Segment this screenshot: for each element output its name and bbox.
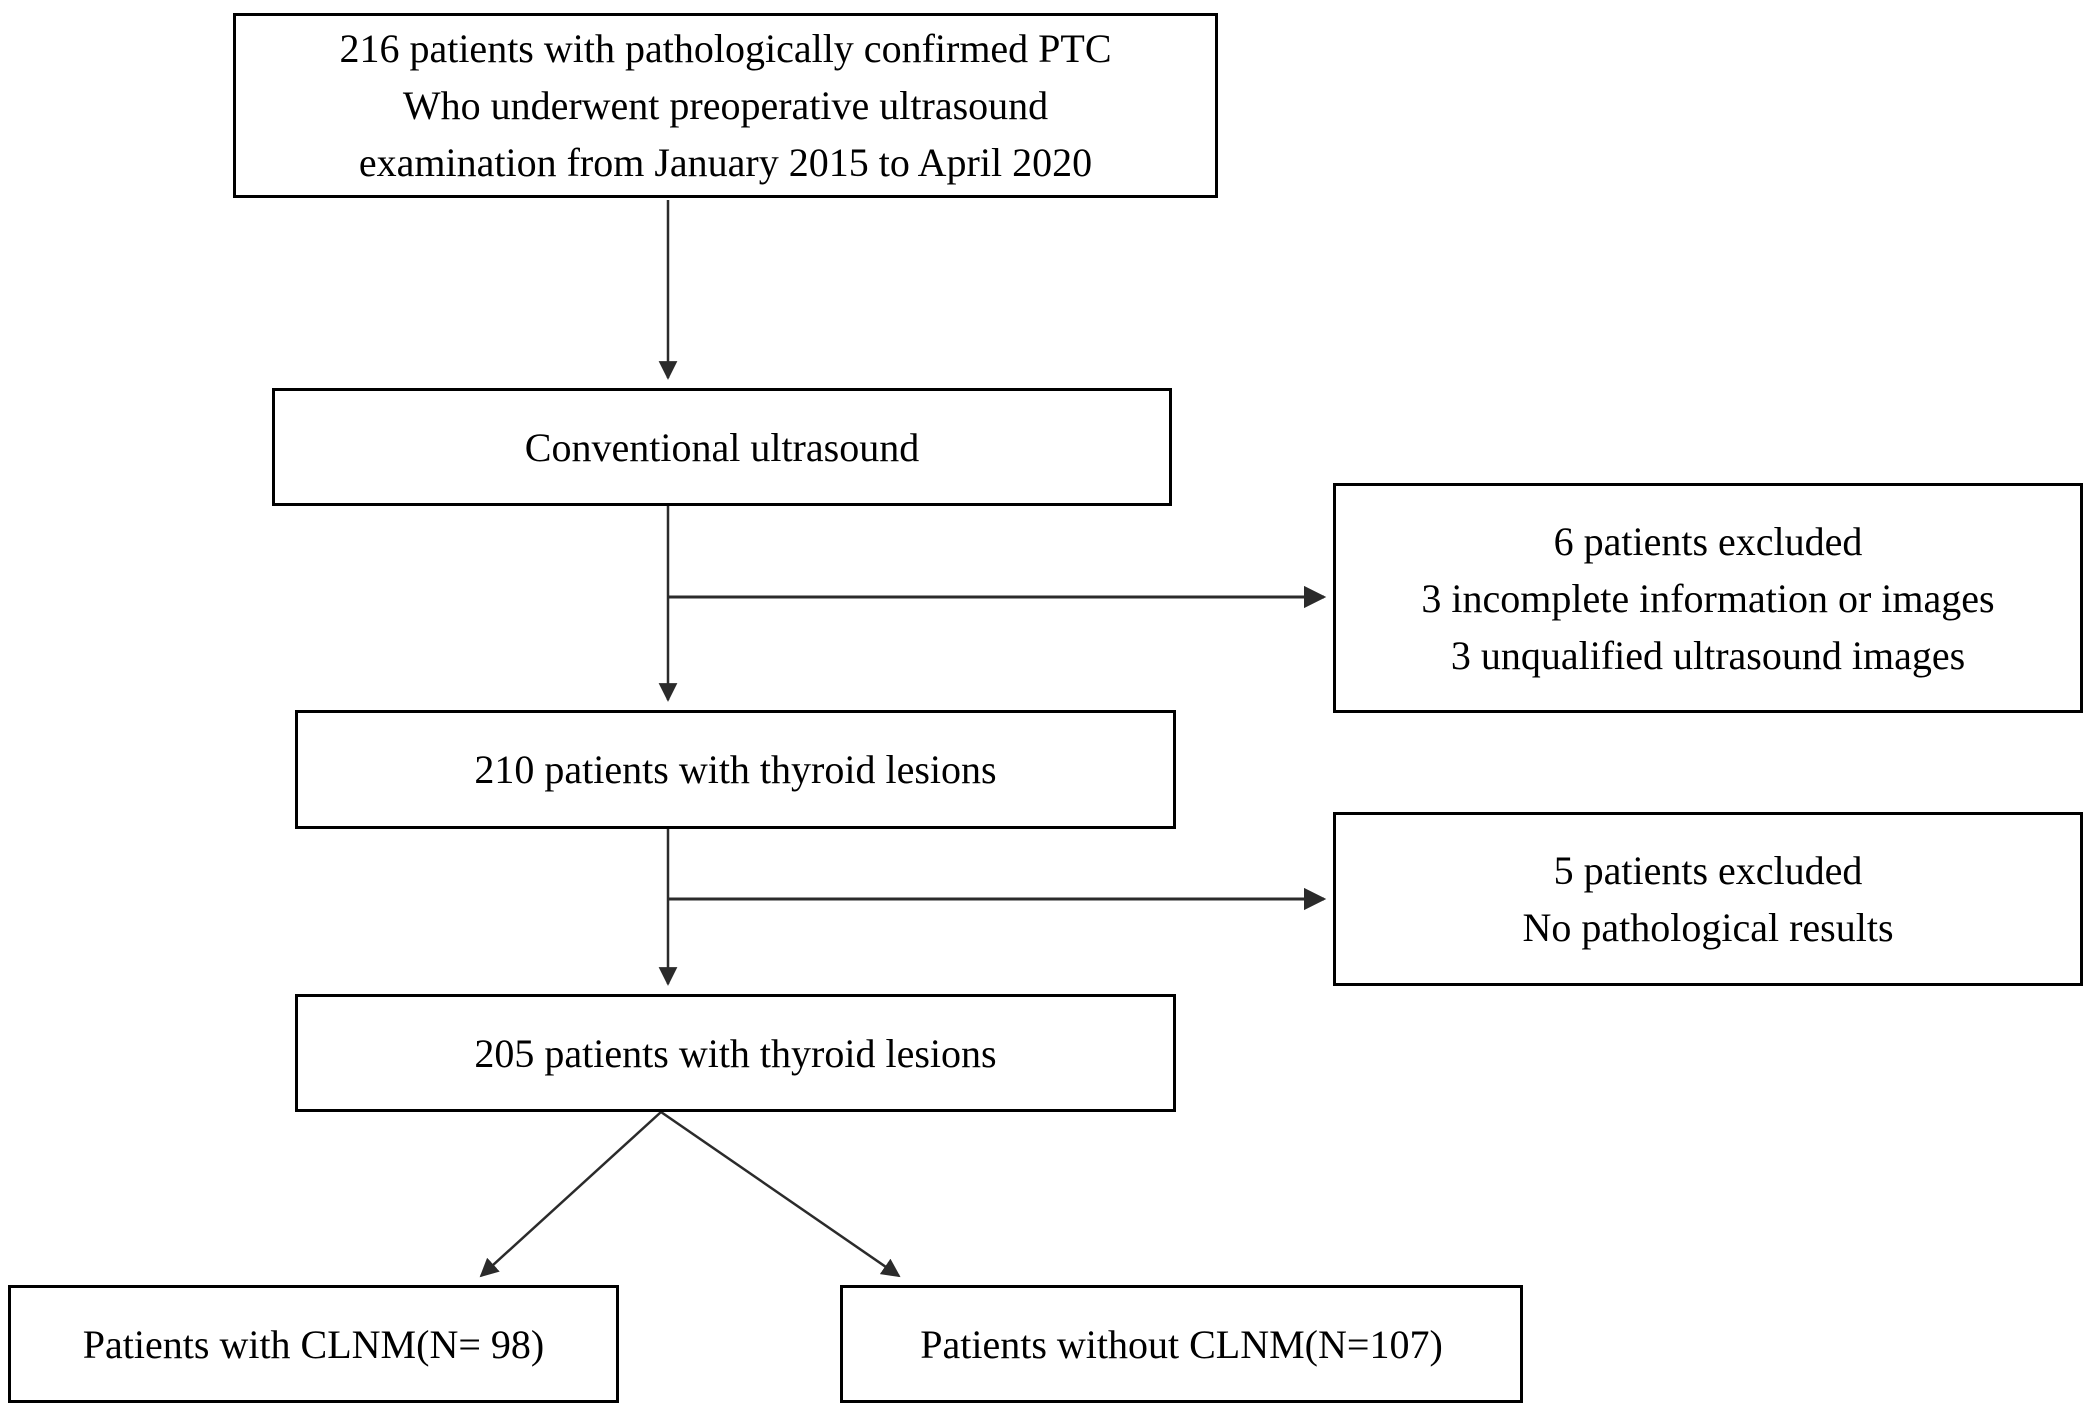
box-initial-cohort: 216 patients with pathologically confirm… [233, 13, 1218, 198]
box-conventional-ultrasound: Conventional ultrasound [272, 388, 1172, 506]
box-excluded2-line-2: No pathological results [1522, 905, 1894, 950]
box-205-label: 205 patients with thyroid lesions [474, 1030, 997, 1076]
box-patients-without-clnm: Patients without CLNM(N=107) [840, 1285, 1523, 1403]
box-210-patients: 210 patients with thyroid lesions [295, 710, 1176, 829]
box-excluded1-line-2: 3 incomplete information or images [1421, 575, 1995, 621]
box-205-patients: 205 patients with thyroid lesions [295, 994, 1176, 1112]
box-excluded1-line-1: 6 patients excluded [1553, 518, 1863, 564]
box-initial-line-1: 216 patients with pathologically confirm… [339, 26, 1112, 71]
box-clnm-label: Patients with CLNM(N= 98) [82, 1321, 545, 1367]
box-initial-line-2: Who underwent preoperative ultrasound [402, 83, 1049, 128]
box-210-label: 210 patients with thyroid lesions [474, 747, 997, 792]
box-excluded-after-ultrasound: 6 patients excluded 3 incomplete informa… [1333, 483, 2083, 713]
box-excluded2-line-1: 5 patients excluded [1553, 848, 1863, 893]
box-initial-line-3: examination from January 2015 to April 2… [358, 140, 1093, 185]
box-excluded1-line-3: 3 unqualified ultrasound images [1450, 632, 1966, 678]
box-noclnm-label: Patients without CLNM(N=107) [920, 1321, 1443, 1367]
arrow-205-to-clnm [479, 1111, 662, 1278]
arrow-205-to-no-clnm [660, 1110, 901, 1278]
box-patients-with-clnm: Patients with CLNM(N= 98) [8, 1285, 619, 1403]
box-excluded-no-pathology: 5 patients excluded No pathological resu… [1333, 812, 2083, 986]
box-conventional-label: Conventional ultrasound [524, 424, 920, 470]
